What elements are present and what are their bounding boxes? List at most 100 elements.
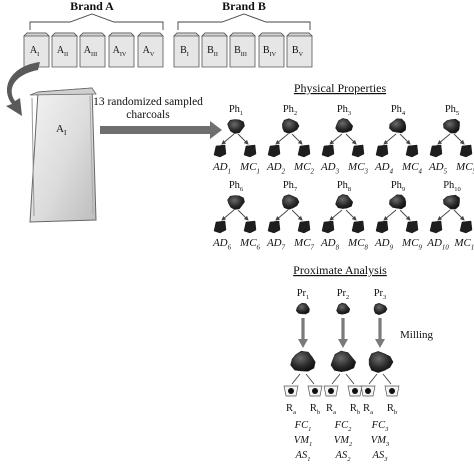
fragment-icon (321, 220, 335, 234)
brand-a-bracket (29, 13, 164, 30)
bag-label: BII (207, 45, 218, 58)
milled-powder-icon (368, 351, 394, 373)
ra-label: Ra (363, 403, 373, 416)
sample-dot-icon (365, 388, 371, 394)
brand-b-bracket (177, 13, 311, 30)
rb-label: Rb (387, 403, 397, 416)
sample-label: Pr2 (337, 288, 350, 301)
split-arrow-right (291, 133, 303, 145)
ad-label: AD8 (320, 237, 340, 251)
result-label: FC3 (371, 420, 389, 433)
result-label: FC2 (334, 420, 352, 433)
sampling-label-line2: charcoals (126, 109, 170, 121)
brand-a-label: Brand A (70, 0, 114, 13)
split-arrow-right (399, 133, 411, 145)
result-label: VM2 (334, 435, 353, 448)
sample-label: Ph8 (337, 180, 351, 193)
result-label: AS1 (295, 450, 311, 461)
bag-label: AIII (84, 45, 97, 58)
fragment-icon (243, 144, 257, 158)
selected-bag: AI (29, 87, 97, 223)
split-arrow-right (399, 209, 411, 221)
bag-label: BIII (234, 45, 247, 58)
sample-label: Ph1 (229, 104, 243, 117)
mc-label: MC6 (239, 237, 261, 251)
rb-label: Rb (350, 403, 360, 416)
split-arrow-left (383, 133, 397, 145)
sample-label: Ph9 (391, 180, 405, 193)
mc-label: MC10 (453, 237, 474, 251)
split-arrow-left (437, 209, 451, 221)
mc-label: MC3 (347, 161, 369, 175)
sample-label: Ph4 (391, 104, 406, 117)
bag-b-4: BIV (258, 32, 285, 68)
charcoal-piece-icon (227, 119, 245, 134)
fragment-icon (267, 144, 281, 158)
charcoal-piece-icon (336, 302, 351, 315)
sample-label: Ph6 (229, 180, 244, 193)
fragment-icon (429, 220, 443, 234)
mc-label: MC8 (347, 237, 369, 251)
fragment-icon (321, 144, 335, 158)
sample-label: Ph3 (337, 104, 351, 117)
bag-label: BV (292, 45, 304, 58)
sample-label: Ph7 (283, 180, 298, 193)
sample-dot-icon (328, 388, 334, 394)
split-arrow-left (383, 209, 397, 221)
fragment-icon (267, 220, 281, 234)
ad-label: AD1 (212, 161, 231, 175)
milling-label: Milling (400, 329, 434, 341)
ad-label: AD2 (266, 161, 286, 175)
split-arrow-right (345, 209, 357, 221)
ad-label: AD3 (320, 161, 340, 175)
bag-label: AII (57, 45, 68, 58)
split-arrow-right (453, 209, 465, 221)
split-arrow-right (237, 133, 249, 145)
mc-label: MC1 (239, 161, 260, 175)
fragment-icon (213, 144, 227, 158)
sample-label: Ph5 (445, 104, 459, 117)
milling-arrow-head (375, 339, 385, 348)
mc-label: MC5 (455, 161, 474, 175)
ad-label: AD5 (428, 161, 448, 175)
ad-label: AD4 (374, 161, 394, 175)
ad-label: AD10 (426, 237, 449, 251)
split-arrow-right (305, 373, 315, 385)
ad-label: AD7 (266, 237, 286, 251)
split-arrow-left (275, 209, 289, 221)
sampling-arrow (100, 121, 222, 139)
fragment-icon (429, 144, 443, 158)
ra-label: Ra (326, 403, 336, 416)
fragment-icon (297, 144, 311, 158)
milled-powder-icon (330, 350, 357, 373)
split-arrow-left (331, 373, 341, 385)
selected-bag-label: AI (56, 123, 67, 137)
fragment-icon (375, 144, 389, 158)
split-arrow-left (329, 133, 343, 145)
result-label: AS3 (372, 450, 389, 461)
fragment-icon (459, 144, 473, 158)
fragment-icon (459, 220, 473, 234)
mc-label: MC7 (293, 237, 315, 251)
charcoal-piece-icon (443, 118, 460, 134)
sample-label: Ph10 (443, 180, 461, 193)
bag-b-3: BIII (229, 32, 256, 68)
result-label: AS2 (335, 450, 352, 461)
charcoal-piece-icon (389, 194, 407, 210)
milling-arrow-head (338, 339, 348, 348)
milled-powder-icon (290, 350, 316, 372)
split-arrow-right (291, 209, 303, 221)
split-arrow-left (221, 133, 235, 145)
fragment-icon (351, 220, 365, 234)
bag-label: AIV (113, 45, 127, 58)
